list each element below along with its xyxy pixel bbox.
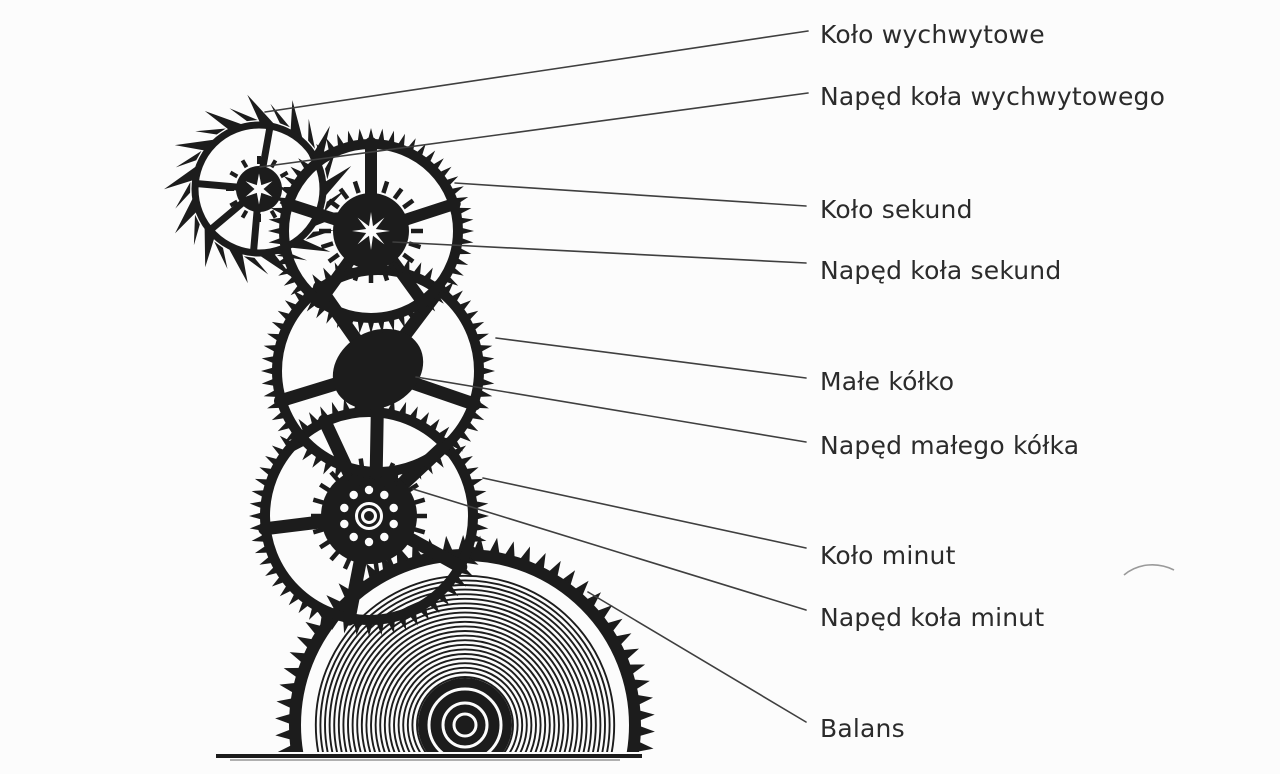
leader-line-naped-kola-wychwytowego (259, 92, 809, 168)
seconds-wheel (268, 128, 474, 334)
leader-line-naped-kola-sekund (392, 241, 807, 264)
label-naped-kola-wychwytowego: Napęd koła wychwytowego (820, 82, 1166, 111)
label-naped-kola-sekund: Napęd koła sekund (820, 256, 1062, 285)
leader-line-naped-malego-kolka (415, 376, 807, 443)
escape-wheel (164, 94, 352, 284)
leader-line-kolo-sekund (454, 182, 807, 207)
leader-line-naped-kola-minut (412, 488, 807, 611)
leader-line-kolo-minut (482, 477, 807, 549)
label-naped-kola-minut: Napęd koła minut (820, 603, 1045, 632)
leader-line-balans (587, 591, 807, 723)
label-kolo-wychwytowe: Koło wychwytowe (820, 20, 1045, 49)
label-male-kolko: Małe kółko (820, 367, 955, 396)
label-naped-malego-kolka: Napęd małego kółka (820, 431, 1080, 460)
stray-scan-mark (1123, 564, 1175, 576)
leader-line-male-kolko (495, 337, 807, 379)
leader-line-kolo-wychwytowe (264, 30, 809, 113)
label-kolo-minut: Koło minut (820, 541, 956, 570)
mainspring-barrel (275, 535, 655, 752)
leader-lines (259, 30, 809, 723)
label-kolo-sekund: Koło sekund (820, 195, 973, 224)
label-balans: Balans (820, 714, 905, 743)
